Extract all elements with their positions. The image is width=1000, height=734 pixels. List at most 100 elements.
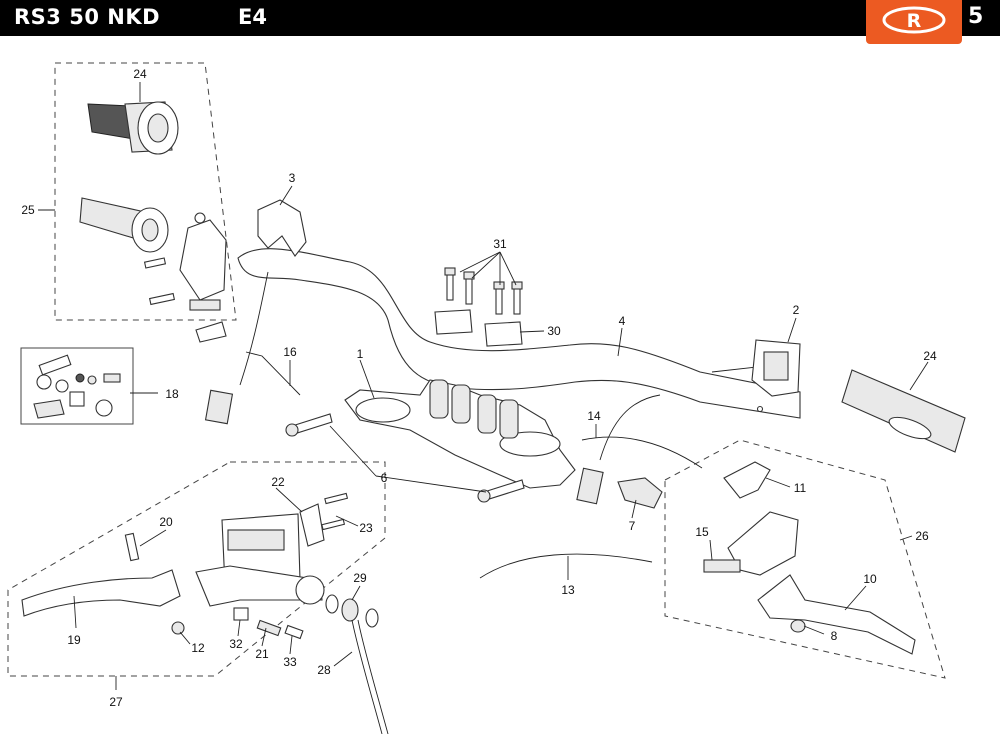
callout-23: 23 [359, 521, 373, 535]
rear-brake-group-outline [664, 439, 946, 679]
brake-hose-28b [357, 619, 389, 734]
stop-switch-7 [617, 477, 663, 509]
callout-18: 18 [165, 387, 179, 401]
adjuster-15 [703, 559, 741, 573]
clamp-post-4 [499, 399, 519, 439]
callout-22: 22 [271, 475, 285, 489]
callout-31: 31 [493, 237, 507, 251]
spring-21 [256, 619, 282, 637]
callout-29: 29 [353, 571, 367, 585]
callout-14: 14 [587, 409, 601, 423]
switch-cover-3 [257, 199, 307, 257]
callout-labels: 24 25 3 31 30 4 2 24 1 16 18 14 6 7 11 1… [21, 67, 937, 709]
cable-14b [599, 394, 661, 461]
homologation-label: E4 [238, 5, 267, 29]
right-grip-24 [841, 369, 966, 453]
connector-14 [576, 467, 604, 505]
cap-30b [484, 321, 523, 347]
callout-15: 15 [695, 525, 709, 539]
callout-2: 2 [793, 303, 800, 317]
callout-7: 7 [629, 519, 636, 533]
housing-cap [194, 212, 206, 224]
callout-11: 11 [794, 481, 807, 495]
cap-30a [434, 309, 473, 335]
clamp-bore-left [355, 397, 411, 423]
header-bar: RS3 50 NKD E4 R 5 [0, 0, 1000, 44]
cable-13 [479, 553, 653, 579]
reservoir-cap [227, 529, 285, 551]
repair-kit-box [20, 347, 134, 425]
bolt-6a-head [285, 423, 299, 437]
leader-lines [38, 82, 929, 690]
banjo-fitting [341, 598, 359, 622]
callout-33: 33 [283, 655, 297, 669]
right-grip-logo [888, 416, 932, 440]
screw-23b [321, 518, 346, 531]
bolt-6b-head [477, 489, 491, 503]
bolt-20 [124, 532, 140, 562]
washer-29b [365, 608, 379, 628]
front-lever-19 [21, 569, 181, 617]
throttle-grip-25 [79, 197, 169, 253]
callout-30: 30 [547, 324, 561, 338]
callout-3: 3 [289, 171, 296, 185]
callout-4: 4 [619, 314, 626, 328]
brand-logo-icon: R [882, 6, 946, 34]
pin-33 [284, 624, 304, 640]
throttle-housing [179, 219, 227, 301]
cable-adjuster [195, 321, 227, 343]
connector-16 [204, 389, 234, 425]
callout-28: 28 [317, 663, 331, 677]
callout-26: 26 [915, 529, 929, 543]
clamp-post-3 [477, 394, 497, 434]
clamp-post-2 [451, 384, 471, 424]
handlebar-hole [756, 405, 764, 413]
switch-2-panel [763, 351, 789, 381]
lever-10 [757, 574, 916, 655]
callout-21: 21 [255, 647, 269, 661]
cable-14 [581, 436, 703, 469]
master-cylinder-body [195, 565, 323, 607]
callout-8: 8 [831, 629, 838, 643]
repair-kit-items [33, 354, 121, 419]
bolts-31 [444, 267, 523, 315]
model-name: RS3 50 NKD [14, 5, 161, 29]
washer-29a [325, 594, 339, 614]
callout-13: 13 [561, 583, 575, 597]
nut-8 [790, 619, 806, 633]
callout-12: 12 [191, 641, 205, 655]
callout-6: 6 [381, 471, 388, 485]
housing-screw-a [143, 257, 167, 269]
callout-19: 19 [67, 633, 81, 647]
switch-wire [239, 271, 269, 386]
throttle-group-outline [54, 62, 237, 321]
handlebar [237, 248, 801, 419]
cable-16 [245, 351, 301, 396]
housing-screw-b [148, 292, 176, 306]
master-cylinder-port [295, 575, 325, 605]
perch-11 [723, 461, 771, 499]
callout-27: 27 [109, 695, 123, 709]
brake-hose-28a [351, 619, 383, 734]
callout-20: 20 [159, 515, 173, 529]
callout-1: 1 [357, 347, 364, 361]
callout-24-left: 24 [133, 67, 147, 81]
clamp-22 [299, 503, 325, 547]
callout-16: 16 [283, 345, 297, 359]
callout-32: 32 [229, 637, 243, 651]
callout-25: 25 [21, 203, 35, 217]
page-number: 5 [968, 4, 984, 29]
front-brake-group-outline [7, 461, 386, 677]
screw-23a [324, 492, 349, 505]
nut-12 [171, 621, 185, 635]
clamp-bore-right [499, 431, 561, 457]
part-32 [233, 607, 249, 621]
housing-plate [189, 299, 221, 311]
logo-letter: R [907, 10, 922, 32]
callout-24-right: 24 [923, 349, 937, 363]
brand-logo: R [866, 0, 962, 44]
clamp-post-1 [429, 379, 449, 419]
left-grip-24 [87, 101, 179, 155]
callout-10: 10 [863, 572, 877, 586]
